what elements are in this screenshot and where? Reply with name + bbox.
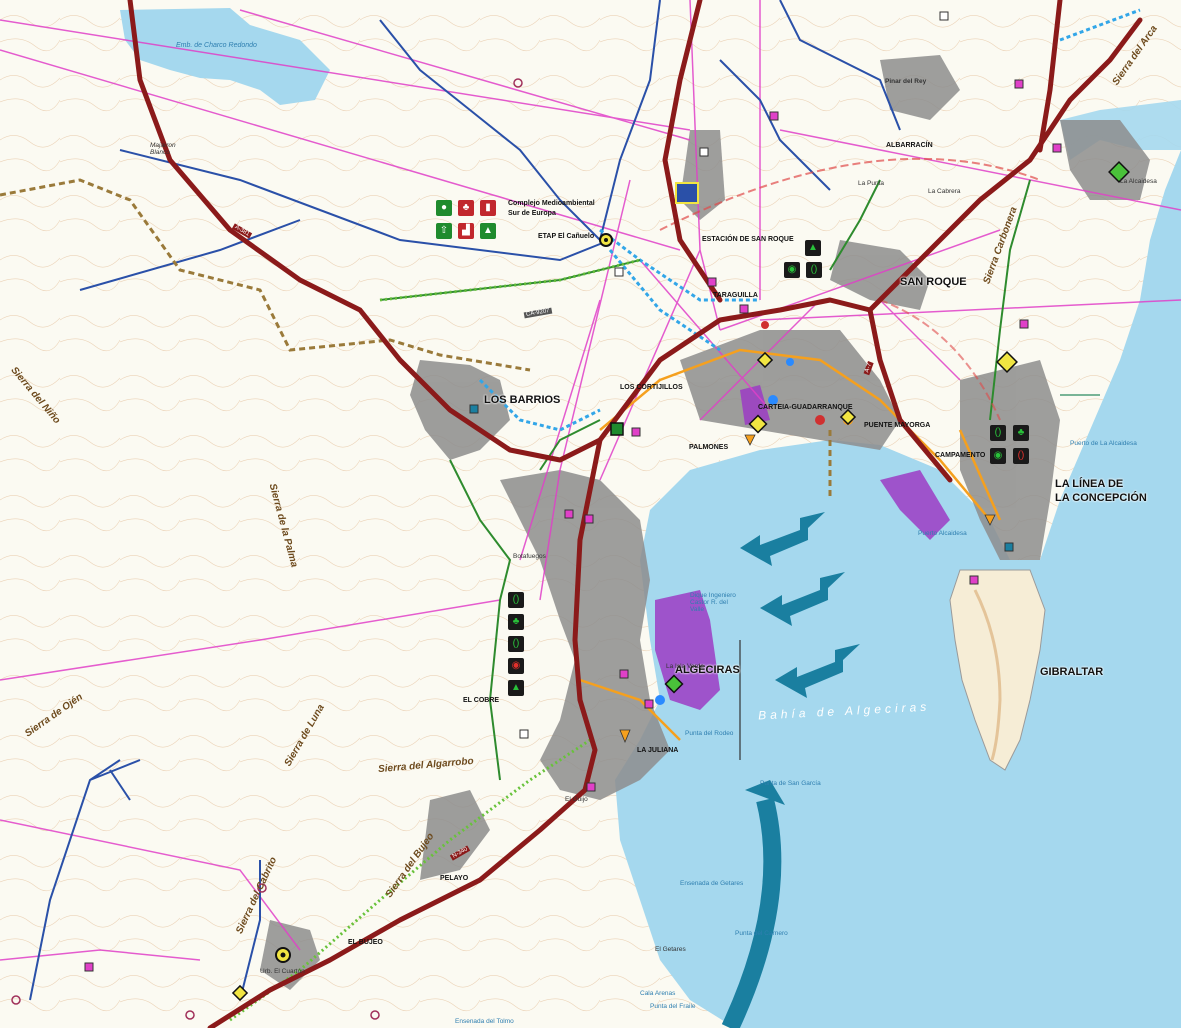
place-cortijillos[interactable]: LOS CORTIJILLOS [620,384,683,391]
label-puerto-alcaidesa: Puerto de La Alcaidesa [1070,440,1137,447]
label-dique: Dique Ingeniero Castor R. del Valle [690,592,736,613]
tree-icon[interactable]: ♣ [458,200,474,216]
sea-bay-of-algeciras [615,150,1181,1028]
tree-icon[interactable]: ♣ [508,614,524,630]
brackets-icon[interactable]: () [806,262,822,278]
brackets-icon[interactable]: () [508,592,524,608]
rail-link-planned [659,157,1041,231]
label-la-cabrera: La Cabrera [928,188,961,195]
label-la-alcaidesa: La Alcaidesa [1120,178,1157,185]
conduits [478,8,1141,432]
recycle-icon[interactable]: ◉ [990,448,1006,464]
main-highways [127,0,1143,1028]
town-gibraltar[interactable]: GIBRALTAR [1040,666,1104,678]
town-algeciras[interactable]: ALGECIRAS [675,664,740,676]
label-punta-rodeo: Punta del Rodeo [685,730,734,737]
tree-icon[interactable]: ♣ [1013,425,1029,441]
industrial-marker [675,182,699,204]
town-la-linea-1[interactable]: LA LÍNEA DE [1055,478,1124,490]
place-taraguilla[interactable]: TARAGUILLA [713,292,758,299]
recycle-red-icon[interactable]: ◉ [508,658,524,674]
triangle-markers [619,434,996,744]
town-los-barrios[interactable]: LOS BARRIOS [484,394,561,406]
label-punta-carnero: Punta del Carnero [735,930,788,937]
label-ensenada-tolmo: Ensenada del Tolmo [455,1018,514,1025]
brackets-icon[interactable]: () [508,636,524,652]
town-san-roque[interactable]: SAN ROQUE [900,276,967,288]
factory-icon[interactable]: ▟ [458,223,474,239]
brackets-icon[interactable]: () [990,425,1006,441]
label-el-guijo: El Guijo [565,796,588,803]
place-el-bujeo[interactable]: EL BUJEO [348,939,383,946]
label-puerto-alcaidesa-2: Puerto Alcaidesa [918,530,967,537]
place-palmones[interactable]: PALMONES [689,444,729,451]
bin-icon[interactable]: ▮ [480,200,496,216]
label-el-getares: El Getares [655,946,686,953]
point-markers [275,233,853,963]
place-el-cobre[interactable]: EL COBRE [463,697,500,704]
old-railway [0,178,832,500]
brackets-red-icon[interactable]: () [1013,448,1029,464]
secondary-roads [579,348,1002,741]
label-etap: ETAP El Cañuelo [538,233,595,240]
label-majarron: Majarron Blanco [150,142,176,156]
recycle-icon[interactable]: ◉ [784,262,800,278]
water-pipes [29,0,901,1001]
label-botafuegos: Botafuegos [513,553,546,560]
mountain-icon[interactable]: ▲ [480,223,496,239]
label-la-punta: La Punta [858,180,885,187]
place-puente-mayorga[interactable]: PUENTE MAYORGA [864,422,931,429]
circle-icon[interactable]: ● [436,200,452,216]
label-urb-cuarton: Urb. El Cuartón [260,968,305,975]
place-campamento[interactable]: CAMPAMENTO [935,452,986,459]
place-pelayo[interactable]: PELAYO [440,875,469,882]
place-albarracin[interactable]: ALBARRACÍN [886,142,933,149]
place-la-juliana[interactable]: LA JULIANA [637,747,679,754]
gibraltar-strait-arrow [721,797,782,1028]
label-emb-charco: Emb. de Charco Redondo [176,42,257,49]
label-pinar-del-rey: Pinar del Rey [885,78,927,85]
town-la-linea-2[interactable]: LA CONCEPCIÓN [1055,492,1147,504]
label-ensenada-getares: Ensenada de Getares [680,880,744,887]
upload-icon[interactable]: ⇧ [436,223,452,239]
place-carteia[interactable]: CARTEIA-GUADARRANQUE [758,404,853,411]
label-complejo-1: Complejo Medioambiental [508,200,595,207]
mountain-icon[interactable]: ▲ [508,680,524,696]
mountain-icon[interactable]: ▲ [805,240,821,256]
label-punta-fraile: Punta del Fraile [650,1003,696,1010]
bay-arrows [740,512,860,698]
x-markers [11,78,523,1020]
label-punta-san-garcia: Punta de San García [760,780,821,787]
diamond-markers [231,161,1130,1002]
power-lines [0,0,1181,961]
place-estacion-san-roque[interactable]: ESTACIÓN DE SAN ROQUE [702,236,794,243]
label-cala-arenas: Cala Arenas [640,990,676,997]
label-complejo-2: Sur de Europa [508,210,556,217]
label-isla-verde: La Isla Verde [666,663,704,670]
substation-markers [84,11,1062,972]
